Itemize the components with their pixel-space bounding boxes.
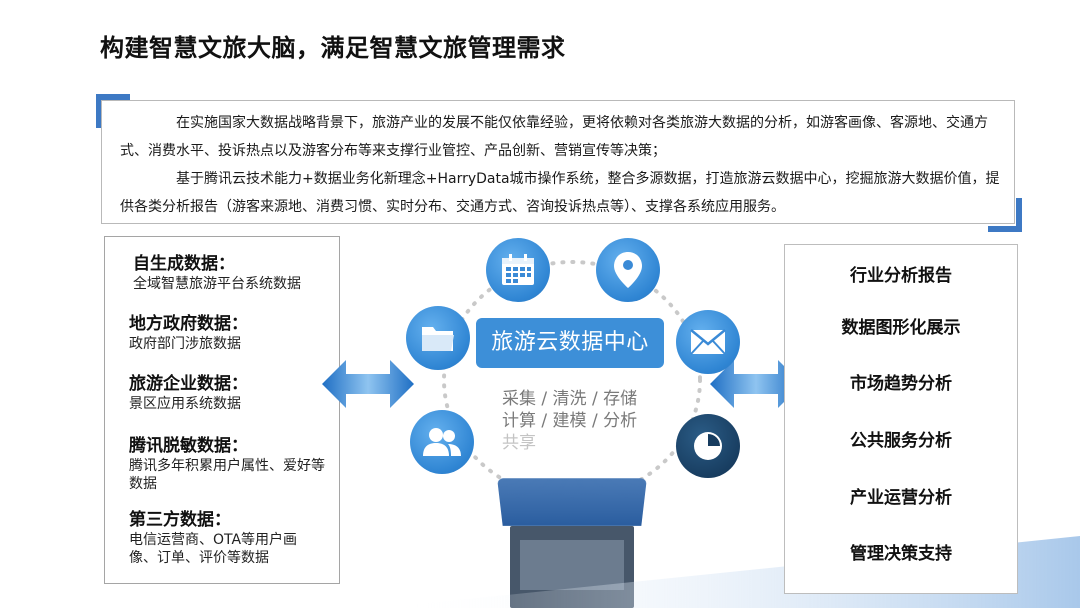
intro-paragraph-2: 基于腾讯云技术能力+数据业务化新理念+HarryData城市操作系统，整合多源数…	[120, 171, 1000, 215]
source-item-third-party: 第三方数据： 电信运营商、OTA等用户画像、订单、评价等数据	[129, 509, 315, 567]
calendar-node	[486, 238, 550, 302]
source-desc: 电信运营商、OTA等用户画像、订单、评价等数据	[129, 532, 298, 566]
pie-chart-node	[676, 414, 740, 478]
output-item: 市场趋势分析	[850, 374, 952, 394]
source-desc: 政府部门涉旅数据	[129, 336, 241, 352]
outputs-panel: 行业分析报告 数据图形化展示 市场趋势分析 公共服务分析 产业运营分析 管理决策…	[784, 244, 1018, 594]
source-title: 旅游企业数据：	[129, 374, 248, 394]
output-item: 行业分析报告	[850, 266, 952, 286]
source-desc: 景区应用系统数据	[129, 396, 241, 412]
source-item-tourism-enterprise: 旅游企业数据： 景区应用系统数据	[129, 373, 248, 413]
hub-label: 旅游云数据中心	[476, 318, 664, 368]
process-line-2: 计算 / 建模 / 分析	[502, 411, 638, 431]
output-item: 公共服务分析	[850, 431, 952, 451]
process-text: 采集 / 清洗 / 存储 计算 / 建模 / 分析 共享	[502, 388, 642, 454]
output-item: 产业运营分析	[850, 488, 952, 508]
calendar-icon	[502, 254, 534, 285]
dotted-ring	[442, 260, 702, 500]
folder-icon	[422, 327, 454, 351]
source-item-self-generated: 自生成数据： 全域智慧旅游平台系统数据	[133, 253, 301, 293]
source-item-tencent: 腾讯脱敏数据： 腾讯多年积累用户属性、爱好等数据	[129, 435, 329, 493]
source-title: 第三方数据：	[129, 510, 231, 530]
intro-box: 在实施国家大数据战略背景下，旅游产业的发展不能仅依靠经验，更将依赖对各类旅游大数…	[101, 100, 1015, 224]
output-item: 数据图形化展示	[841, 318, 961, 338]
source-title: 地方政府数据：	[129, 314, 248, 334]
mail-node	[676, 310, 740, 374]
intro-paragraph-1: 在实施国家大数据战略背景下，旅游产业的发展不能仅依靠经验，更将依赖对各类旅游大数…	[120, 115, 988, 159]
process-line-3: 共享	[502, 433, 536, 453]
source-title: 自生成数据：	[133, 254, 235, 274]
pie-chart-icon	[694, 432, 722, 460]
source-title: 腾讯脱敏数据：	[129, 436, 248, 456]
corner-bracket-bottom-right	[988, 198, 1022, 232]
bidirectional-arrow-left	[322, 360, 414, 408]
output-item: 管理决策支持	[850, 544, 952, 564]
source-item-government: 地方政府数据： 政府部门涉旅数据	[129, 313, 248, 353]
source-desc: 全域智慧旅游平台系统数据	[133, 276, 301, 292]
laptop-screen-panel	[520, 540, 624, 590]
corner-bracket-top-left	[96, 94, 130, 128]
folder-node	[406, 306, 470, 370]
location-pin-icon	[614, 252, 642, 288]
mail-icon	[690, 329, 726, 355]
location-node	[596, 238, 660, 302]
users-icon	[423, 428, 461, 456]
source-desc: 腾讯多年积累用户属性、爱好等数据	[129, 458, 325, 492]
page-title: 构建智慧文旅大脑，满足智慧文旅管理需求	[100, 34, 566, 62]
process-line-1: 采集 / 清洗 / 存储	[502, 389, 638, 409]
bidirectional-arrow-right	[710, 360, 802, 408]
data-sources-panel: 自生成数据： 全域智慧旅游平台系统数据 地方政府数据： 政府部门涉旅数据 旅游企…	[104, 236, 340, 584]
users-node	[410, 410, 474, 474]
